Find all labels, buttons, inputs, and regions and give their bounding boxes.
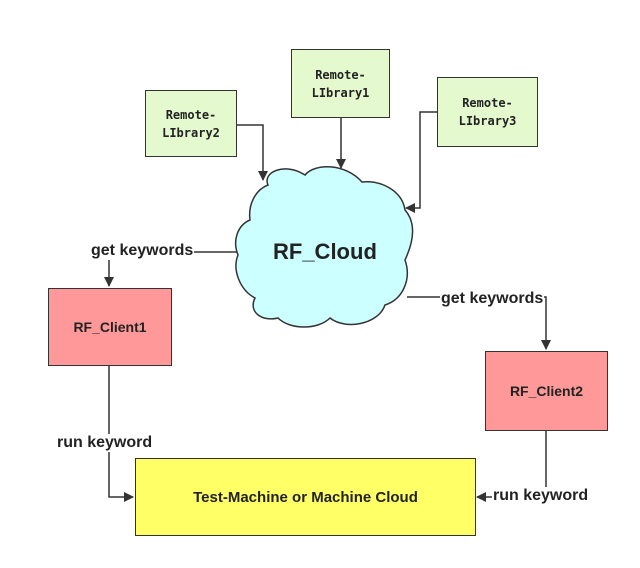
rf-cloud-shape [234, 165, 414, 328]
rf-client1-label: RF_Client1 [73, 319, 147, 335]
rf-client2-label: RF_Client2 [509, 383, 584, 399]
remote-library1-node: Remote- LIbrary1 [291, 49, 390, 118]
rf-client2-node: RF_Client2 [485, 351, 608, 431]
edge-label-run-keyword-left: run keyword [56, 434, 154, 452]
edge-library2-to-cloud [237, 124, 268, 181]
remote-library1-line1: Remote- [315, 67, 366, 82]
test-machine-node: Test-Machine or Machine Cloud [135, 458, 476, 536]
remote-library1-line2: LIbrary1 [311, 85, 370, 100]
remote-library2-line2: LIbrary2 [162, 125, 220, 140]
remote-library3-line2: LIbrary3 [458, 114, 517, 128]
test-machine-label: Test-Machine or Machine Cloud [193, 488, 418, 506]
edge-label-run-keyword-right: run keyword [492, 487, 590, 505]
remote-library2-line1: Remote- [165, 107, 217, 122]
edge-client1-to-machine [108, 366, 134, 502]
remote-library3-line1: Remote- [462, 96, 513, 110]
edge-library3-to-cloud [405, 111, 437, 213]
edge-label-get-keywords-right: get keywords [440, 290, 545, 308]
remote-library2-node: Remote- LIbrary2 [145, 90, 237, 157]
remote-library3-node: Remote- LIbrary3 [437, 77, 538, 147]
edge-label-get-keywords-left: get keywords [90, 242, 195, 260]
rf-cloud-label: RF_Cloud [273, 239, 377, 264]
rf-client1-node: RF_Client1 [48, 288, 172, 366]
